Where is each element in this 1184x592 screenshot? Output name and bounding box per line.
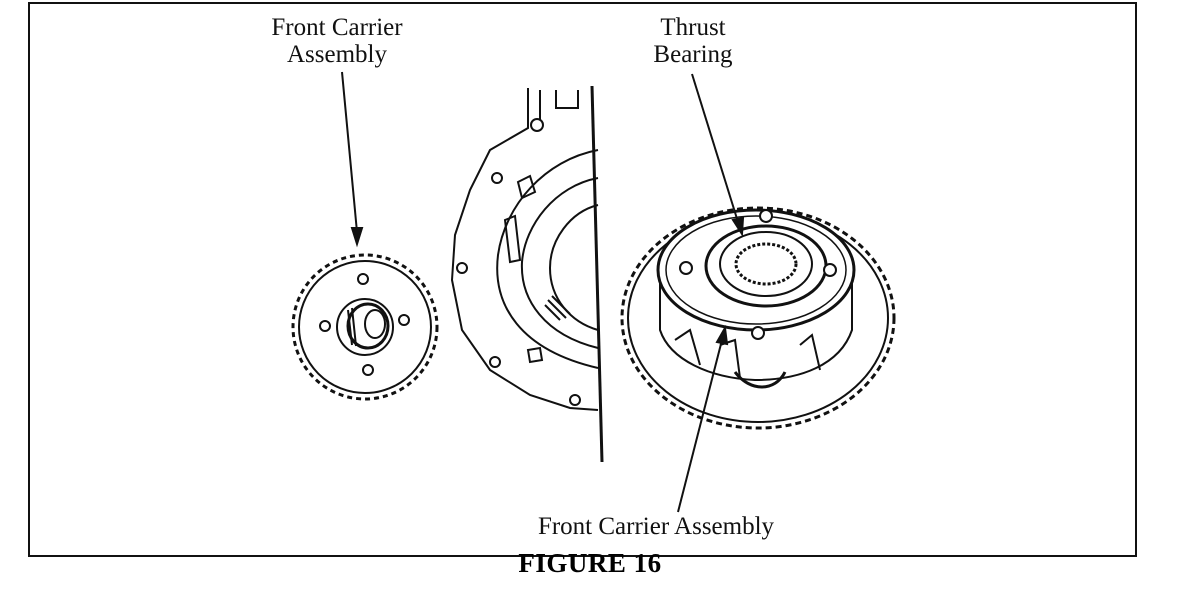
front-carrier-assembly-label-left: Front Carrier Assembly xyxy=(232,14,442,68)
leader-arrows xyxy=(341,71,745,513)
divider-line xyxy=(590,85,604,463)
figure-caption: FIGURE 16 xyxy=(518,548,662,578)
thrust-bearing-label: Thrust Bearing xyxy=(628,14,758,68)
transmission-case xyxy=(450,88,599,411)
right-front-carrier-assembly xyxy=(620,206,896,430)
left-label-line2: Assembly xyxy=(287,41,387,68)
thrust-label-line1: Thrust xyxy=(660,14,726,41)
front-carrier-assembly-label-bottom: Front Carrier Assembly xyxy=(537,513,775,540)
figure-frame xyxy=(28,2,1137,557)
thrust-label-line2: Bearing xyxy=(653,41,733,68)
left-front-carrier-gear xyxy=(291,253,439,401)
left-label-line1: Front Carrier xyxy=(271,14,403,41)
